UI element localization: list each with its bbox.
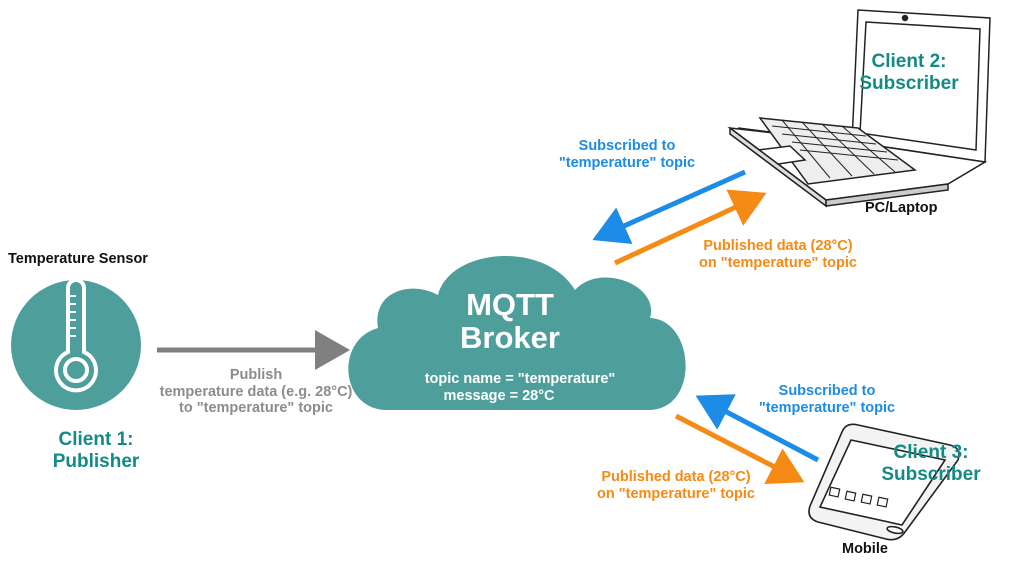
laptop-published-line2: on "temperature" topic xyxy=(699,254,857,271)
client3-label-line2: Subscriber xyxy=(881,463,981,485)
publish-arrow-label: Publish temperature data (e.g. 28°C) to … xyxy=(138,367,374,417)
laptop-published-label: Published data (28°C) on "temperature" t… xyxy=(680,238,876,271)
client1-label: Client 1: Publisher xyxy=(36,429,156,473)
broker-topic-line: topic name = "temperature" xyxy=(424,371,616,387)
laptop-published-line1: Published data (28°C) xyxy=(703,238,853,254)
mobile-published-label: Published data (28°C) on "temperature" t… xyxy=(578,469,774,502)
mobile-publish-arrow xyxy=(674,413,805,485)
broker-cloud-icon xyxy=(348,255,686,410)
mobile-published-line1: Published data (28°C) xyxy=(601,469,751,485)
mobile-phone-icon xyxy=(808,423,960,541)
laptop-subscribed-line2: "temperature" topic xyxy=(558,154,696,171)
broker-title-line2: Broker xyxy=(460,320,560,356)
client2-label-line2: Subscriber xyxy=(859,72,959,94)
publish-label-line2: temperature data (e.g. 28°C) xyxy=(159,383,353,400)
publish-label-line3: to "temperature" topic xyxy=(179,400,333,417)
thermometer-icon xyxy=(11,278,141,410)
client1-label-line1: Client 1: xyxy=(58,429,134,450)
laptop-subscribed-line1: Subscribed to xyxy=(578,138,676,154)
mobile-subscribed-line2: "temperature" topic xyxy=(758,399,896,416)
mobile-subscribed-label: Subscribed to "temperature" topic xyxy=(744,383,910,416)
client1-label-line2: Publisher xyxy=(52,450,140,472)
laptop-icon xyxy=(727,9,991,208)
laptop-publish-arrow xyxy=(613,189,767,266)
client3-label: Client 3: Subscriber xyxy=(868,442,994,486)
laptop-subscribed-label: Subscribed to "temperature" topic xyxy=(544,138,710,171)
laptop-device-label: PC/Laptop xyxy=(865,200,938,216)
broker-message-line: message = 28°C xyxy=(443,387,555,404)
sensor-device-label: Temperature Sensor xyxy=(8,251,148,267)
client2-label: Client 2: Subscriber xyxy=(848,51,970,95)
mobile-subscribed-line1: Subscribed to xyxy=(778,383,876,399)
client3-label-line1: Client 3: xyxy=(893,442,969,463)
publish-label-line1: Publish xyxy=(229,367,283,383)
broker-topic-info: topic name = "temperature" message = 28°… xyxy=(395,371,645,404)
mobile-published-line2: on "temperature" topic xyxy=(597,485,755,502)
client2-label-line1: Client 2: xyxy=(871,51,947,72)
mobile-device-label: Mobile xyxy=(842,541,888,557)
broker-title-line1: MQTT xyxy=(466,287,554,322)
broker-title: MQTT Broker xyxy=(430,288,590,355)
laptop-subscribe-arrow xyxy=(592,169,747,245)
